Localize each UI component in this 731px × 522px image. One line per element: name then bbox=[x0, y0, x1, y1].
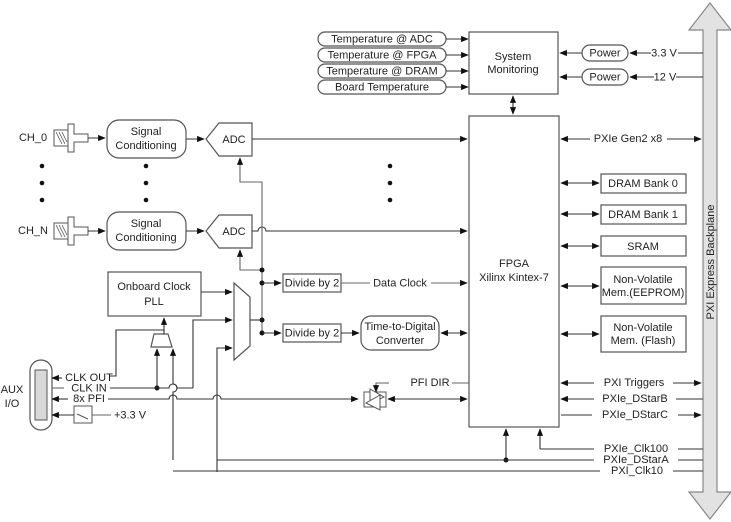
pxi-clk10: PXI_Clk10 bbox=[611, 465, 703, 477]
aux-io-connector: AUX I/O bbox=[1, 359, 53, 431]
channel-label: CH_N bbox=[18, 225, 48, 237]
pxie-gen2-link: PXIe Gen2 x8 bbox=[560, 133, 702, 145]
signal-conditioning-label: Conditioning bbox=[115, 232, 176, 244]
backplane-label: PXI Express Backplane bbox=[705, 205, 717, 320]
sensor-board-temperature: Board Temperature bbox=[317, 79, 469, 95]
sensor-temperature-dram: Temperature @ DRAM bbox=[317, 63, 469, 79]
divide-label: Divide by 2 bbox=[285, 277, 339, 289]
pll-label: PLL bbox=[144, 296, 164, 308]
time-to-digital-converter: Time-to-Digital Converter bbox=[360, 315, 468, 351]
sensor-temperature-adc: Temperature @ ADC bbox=[317, 31, 469, 47]
signal-conditioning-label: Conditioning bbox=[115, 140, 176, 152]
coax-connector-icon bbox=[53, 216, 89, 246]
sensor-label: Temperature @ FPGA bbox=[328, 49, 438, 61]
pxie-dstarb: PXIe_DStarB bbox=[560, 393, 703, 405]
pxie-dstarc: PXIe_DStarC bbox=[561, 409, 702, 421]
memory-sram: SRAM bbox=[560, 235, 687, 257]
signal-label: PXIe_DStarA bbox=[603, 454, 669, 466]
sensor-temperature-fpga: Temperature @ FPGA bbox=[317, 47, 469, 63]
fpga-block: FPGA Xilinx Kintex-7 bbox=[468, 115, 560, 428]
memory-label: Mem. (Flash) bbox=[611, 335, 676, 347]
backplane-clock-lines bbox=[173, 428, 600, 472]
pfi-dir-label: PFI DIR bbox=[410, 377, 449, 389]
sensor-label: Board Temperature bbox=[335, 81, 429, 93]
adc-label: ADC bbox=[222, 226, 245, 238]
memory-dram-0: DRAM Bank 0 bbox=[560, 173, 687, 194]
adc-clock-distribution bbox=[236, 157, 265, 336]
pxie-gen2-label: PXIe Gen2 x8 bbox=[594, 133, 663, 145]
clock-mux bbox=[192, 281, 262, 472]
memory-eeprom: Non-Volatile Mem.(EEPROM) bbox=[560, 266, 687, 305]
power-voltage: 12 V bbox=[654, 71, 677, 83]
memory-label: DRAM Bank 1 bbox=[608, 209, 678, 221]
clk-out-label: CLK OUT bbox=[65, 372, 113, 384]
pxie-clk100: PXIe_Clk100 bbox=[604, 443, 703, 455]
signal-conditioning-label: Signal bbox=[131, 218, 162, 230]
sensor-inputs: Temperature @ ADC Temperature @ FPGA Tem… bbox=[317, 31, 469, 95]
pxi-triggers: PXI Triggers bbox=[560, 377, 702, 389]
aux-signals: CLK OUT CLK IN 8x PFI +3.3 V bbox=[51, 372, 359, 424]
pfi-label: 8x PFI bbox=[73, 393, 105, 405]
sensor-label: Temperature @ ADC bbox=[331, 33, 433, 45]
signal-label: PXI Triggers bbox=[604, 377, 665, 389]
pll-input-mux bbox=[110, 317, 178, 460]
clk-in-label: CLK IN bbox=[71, 382, 107, 394]
power-voltage: 3.3 V bbox=[651, 47, 677, 59]
aux-label: I/O bbox=[5, 398, 20, 410]
data-clock-label: Data Clock bbox=[373, 277, 427, 289]
channel-0: CH_0 Signal Conditioning ADC bbox=[19, 119, 468, 159]
onboard-clock-pll: Onboard Clock PLL bbox=[107, 271, 202, 317]
pxi-express-backplane: PXI Express Backplane bbox=[687, 2, 731, 520]
divide-label: Divide by 2 bbox=[285, 327, 339, 339]
pxie-dstara: PXIe_DStarA bbox=[603, 454, 703, 466]
power-label: Power bbox=[589, 47, 621, 59]
fpga-part: Xilinx Kintex-7 bbox=[479, 272, 549, 284]
pfi-buffer: PFI DIR bbox=[363, 377, 469, 411]
sensor-label: Temperature @ DRAM bbox=[326, 65, 437, 77]
coax-connector-icon bbox=[53, 123, 89, 153]
tdc-label: Converter bbox=[376, 335, 425, 347]
tdc-label: Time-to-Digital bbox=[364, 321, 435, 333]
pll-label: Onboard Clock bbox=[117, 281, 191, 293]
signal-label: PXIe_DStarB bbox=[602, 393, 667, 405]
aux-3v3-label: +3.3 V bbox=[114, 409, 147, 421]
channel-label: CH_0 bbox=[19, 132, 47, 144]
power-label: Power bbox=[589, 71, 621, 83]
memory-flash: Non-Volatile Mem. (Flash) bbox=[560, 315, 687, 353]
signal-label: PXIe_DStarC bbox=[602, 409, 668, 421]
switch-icon bbox=[73, 405, 93, 424]
power-12v: Power 12 V bbox=[559, 68, 703, 86]
adc-label: ADC bbox=[222, 134, 245, 146]
power-3v3: Power 3.3 V bbox=[559, 44, 703, 62]
divide-by-2-data: Divide by 2 Data Clock bbox=[262, 273, 468, 293]
memory-label: Non-Volatile bbox=[613, 274, 672, 286]
signal-conditioning-label: Signal bbox=[131, 126, 162, 138]
aux-label: AUX bbox=[1, 384, 24, 396]
memory-label: SRAM bbox=[627, 241, 659, 253]
fpga-label: FPGA bbox=[499, 258, 530, 270]
memory-dram-1: DRAM Bank 1 bbox=[560, 204, 687, 225]
signal-label: PXI_Clk10 bbox=[611, 465, 663, 477]
memory-label: Mem.(EEPROM) bbox=[602, 287, 685, 299]
channel-n: CH_N Signal Conditioning ADC bbox=[18, 211, 468, 251]
signal-label: PXIe_Clk100 bbox=[604, 443, 668, 455]
divide-by-2-tdc: Divide by 2 bbox=[262, 323, 360, 343]
memory-label: Non-Volatile bbox=[613, 322, 672, 334]
channel-ellipsis bbox=[39, 163, 393, 203]
memory-label: DRAM Bank 0 bbox=[608, 178, 678, 190]
